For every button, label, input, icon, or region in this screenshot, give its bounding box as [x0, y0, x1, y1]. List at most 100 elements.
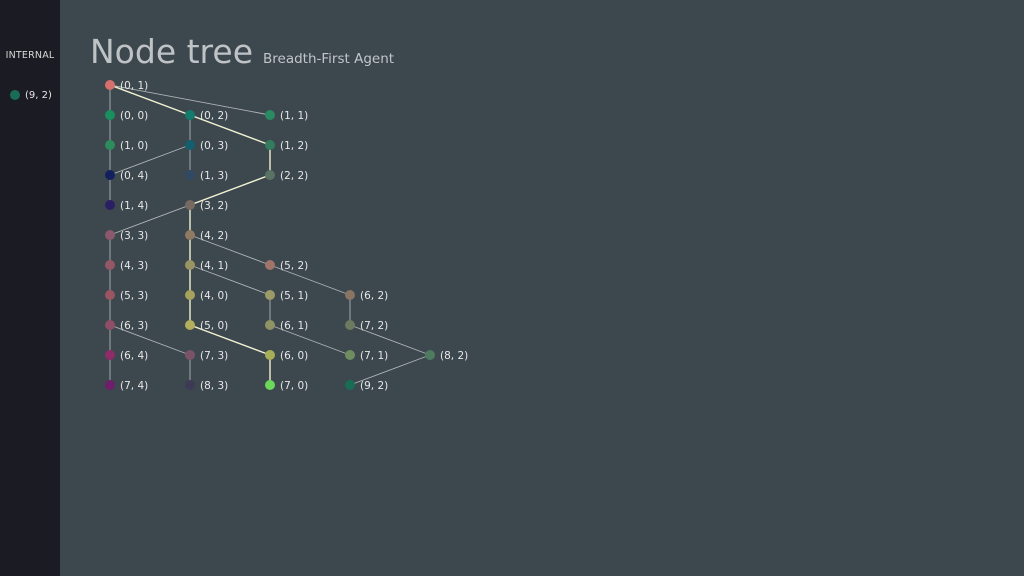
- node-label: (0, 1): [120, 80, 148, 92]
- node-label: (4, 3): [120, 260, 148, 272]
- node-circle[interactable]: [185, 140, 195, 150]
- node-circle[interactable]: [185, 110, 195, 120]
- node-circle[interactable]: [345, 320, 355, 330]
- node-circle[interactable]: [185, 230, 195, 240]
- node-circle[interactable]: [265, 170, 275, 180]
- tree-node[interactable]: (7, 3): [185, 350, 228, 362]
- tree-edge: [109, 144, 191, 176]
- node-circle[interactable]: [265, 290, 275, 300]
- node-circle[interactable]: [105, 170, 115, 180]
- tree-node[interactable]: (1, 2): [265, 140, 308, 152]
- tree-node[interactable]: (1, 4): [105, 200, 148, 212]
- tree-node[interactable]: (5, 3): [105, 290, 148, 302]
- tree-node[interactable]: (3, 3): [105, 230, 148, 242]
- node-label: (1, 0): [120, 140, 148, 152]
- node-circle[interactable]: [345, 290, 355, 300]
- tree-node[interactable]: (7, 0): [265, 380, 308, 392]
- tree-node[interactable]: (4, 0): [185, 290, 228, 302]
- node-label: (0, 0): [120, 110, 148, 122]
- node-circle[interactable]: [185, 380, 195, 390]
- node-label: (6, 2): [360, 290, 388, 302]
- tree-node[interactable]: (5, 0): [185, 320, 228, 332]
- node-label: (6, 0): [280, 350, 308, 362]
- sidebar-entry-label: (9, 2): [25, 89, 52, 101]
- node-label: (1, 2): [280, 140, 308, 152]
- tree-node[interactable]: (6, 4): [105, 350, 148, 362]
- path-edge: [189, 114, 271, 146]
- node-circle[interactable]: [185, 320, 195, 330]
- tree-node[interactable]: (5, 2): [265, 260, 308, 272]
- node-circle[interactable]: [105, 110, 115, 120]
- tree-node[interactable]: (4, 1): [185, 260, 228, 272]
- tree-edge: [109, 84, 271, 116]
- tree-node[interactable]: (9, 2): [345, 380, 388, 392]
- node-circle[interactable]: [265, 380, 275, 390]
- tree-edge: [269, 324, 351, 356]
- tree-node[interactable]: (5, 1): [265, 290, 308, 302]
- tree-node[interactable]: (0, 1): [105, 80, 148, 92]
- page-subtitle: Breadth-First Agent: [263, 51, 395, 67]
- node-circle[interactable]: [105, 80, 115, 90]
- tree-node[interactable]: (6, 2): [345, 290, 388, 302]
- node-label: (8, 2): [440, 350, 468, 362]
- node-circle[interactable]: [105, 290, 115, 300]
- tree-edge: [109, 324, 191, 356]
- sidebar-entry-internal-node[interactable]: (9, 2): [10, 88, 52, 102]
- tree-node[interactable]: (6, 3): [105, 320, 148, 332]
- tree-edge: [189, 234, 271, 266]
- node-label: (8, 3): [200, 380, 228, 392]
- node-circle[interactable]: [105, 350, 115, 360]
- tree-node[interactable]: (6, 1): [265, 320, 308, 332]
- tree-node[interactable]: (1, 3): [185, 170, 228, 182]
- node-circle[interactable]: [105, 260, 115, 270]
- node-circle[interactable]: [185, 170, 195, 180]
- path-edge: [189, 324, 271, 356]
- node-label: (6, 3): [120, 320, 148, 332]
- title-row: Node tree Breadth-First Agent: [90, 32, 394, 71]
- tree-node[interactable]: (1, 1): [265, 110, 308, 122]
- node-circle[interactable]: [105, 200, 115, 210]
- node-circle[interactable]: [185, 200, 195, 210]
- node-circle[interactable]: [105, 230, 115, 240]
- tree-node[interactable]: (7, 1): [345, 350, 388, 362]
- node-label: (6, 4): [120, 350, 148, 362]
- tree-node[interactable]: (1, 0): [105, 140, 148, 152]
- node-circle[interactable]: [105, 140, 115, 150]
- tree-node[interactable]: (8, 2): [425, 350, 468, 362]
- node-circle[interactable]: [185, 350, 195, 360]
- tree-node[interactable]: (0, 0): [105, 110, 148, 122]
- node-label: (4, 2): [200, 230, 228, 242]
- node-circle[interactable]: [265, 350, 275, 360]
- node-label: (3, 3): [120, 230, 148, 242]
- tree-node[interactable]: (0, 3): [185, 140, 228, 152]
- node-circle[interactable]: [265, 110, 275, 120]
- tree-node[interactable]: (4, 2): [185, 230, 228, 242]
- tree-node[interactable]: (3, 2): [185, 200, 228, 212]
- tree-node[interactable]: (8, 3): [185, 380, 228, 392]
- node-label: (4, 0): [200, 290, 228, 302]
- node-label: (0, 4): [120, 170, 148, 182]
- node-circle[interactable]: [345, 350, 355, 360]
- node-circle[interactable]: [185, 290, 195, 300]
- tree-node[interactable]: (4, 3): [105, 260, 148, 272]
- node-circle[interactable]: [265, 140, 275, 150]
- path-edge: [189, 174, 271, 206]
- nodes-layer: (0, 1) (0, 0) (0, 2) (1, 1) (1, 0) (0, 3) (1, …: [105, 80, 468, 392]
- node-circle[interactable]: [425, 350, 435, 360]
- tree-node[interactable]: (6, 0): [265, 350, 308, 362]
- node-circle[interactable]: [105, 320, 115, 330]
- tree-node[interactable]: (7, 4): [105, 380, 148, 392]
- node-circle[interactable]: [265, 260, 275, 270]
- tree-node[interactable]: (0, 2): [185, 110, 228, 122]
- node-circle[interactable]: [185, 260, 195, 270]
- tree-node[interactable]: (2, 2): [265, 170, 308, 182]
- sidebar-heading: INTERNAL: [5, 50, 55, 61]
- tree-node[interactable]: (0, 4): [105, 170, 148, 182]
- node-label: (0, 3): [200, 140, 228, 152]
- tree-edge: [349, 324, 431, 356]
- tree-node[interactable]: (7, 2): [345, 320, 388, 332]
- node-circle[interactable]: [105, 380, 115, 390]
- node-circle[interactable]: [265, 320, 275, 330]
- node-circle[interactable]: [345, 380, 355, 390]
